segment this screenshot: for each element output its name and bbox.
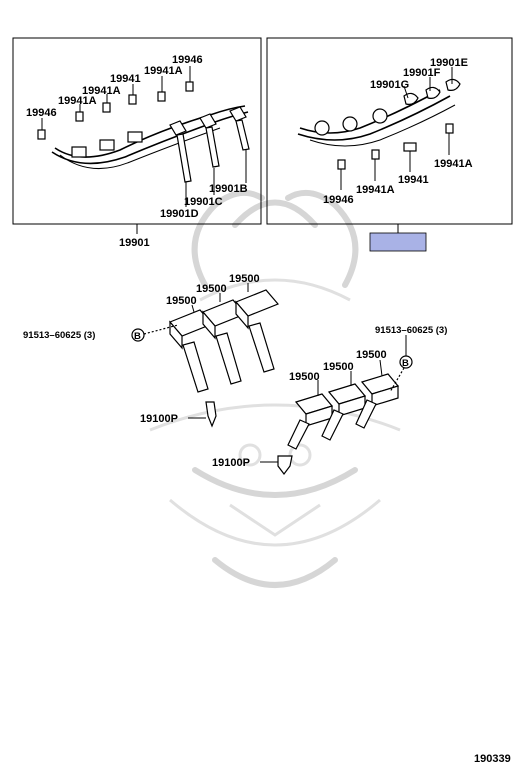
right-wire-set-box[interactable]: [266, 37, 513, 233]
label-19941a-left-a: 19941A: [58, 95, 97, 107]
label-bolt-left-marker: B: [134, 331, 141, 342]
label-19901: 19901: [119, 237, 150, 249]
callout-labels: 19946 19941A 19941A 19941 19941A 19946 1…: [23, 54, 511, 765]
watermark-emblem: [149, 189, 401, 588]
label-19946-left-top: 19946: [172, 54, 203, 66]
label-bolt-right: 91513–60625 (3): [375, 325, 447, 336]
label-coil-right-1: 19500: [289, 371, 320, 383]
diagram-code: 190339: [474, 753, 511, 765]
left-coil-group[interactable]: [131, 283, 280, 428]
label-19941-left: 19941: [110, 73, 141, 85]
label-coil-right-3: 19500: [356, 349, 387, 361]
right-coil-group[interactable]: [260, 335, 413, 475]
label-19946-left: 19946: [26, 107, 57, 119]
label-19941a-left-top: 19941A: [144, 65, 183, 77]
label-19901e: 19901E: [430, 57, 468, 69]
label-19901b: 19901B: [209, 183, 248, 195]
label-bolt-left: 91513–60625 (3): [23, 330, 95, 341]
label-coil-left-2: 19500: [196, 283, 227, 295]
label-19941a-left-b: 19941A: [82, 85, 121, 97]
label-19941-right: 19941: [398, 174, 429, 186]
label-19901f: 19901F: [403, 67, 441, 79]
left-wire-set-box[interactable]: [12, 37, 262, 234]
label-19941a-right-b: 19941A: [356, 184, 395, 196]
label-coil-left-1: 19500: [166, 295, 197, 307]
label-19941a-right: 19941A: [434, 158, 473, 170]
label-19901c: 19901C: [184, 196, 223, 208]
label-coil-left-3: 19500: [229, 273, 260, 285]
label-plug-right: 19100P: [212, 457, 250, 469]
highlight-box[interactable]: [369, 232, 427, 252]
label-19946-right: 19946: [323, 194, 354, 206]
label-19901d: 19901D: [160, 208, 199, 220]
label-plug-left: 19100P: [140, 413, 178, 425]
label-bolt-right-marker: B: [402, 358, 409, 369]
label-19901g: 19901G: [370, 79, 409, 91]
label-coil-right-2: 19500: [323, 361, 354, 373]
